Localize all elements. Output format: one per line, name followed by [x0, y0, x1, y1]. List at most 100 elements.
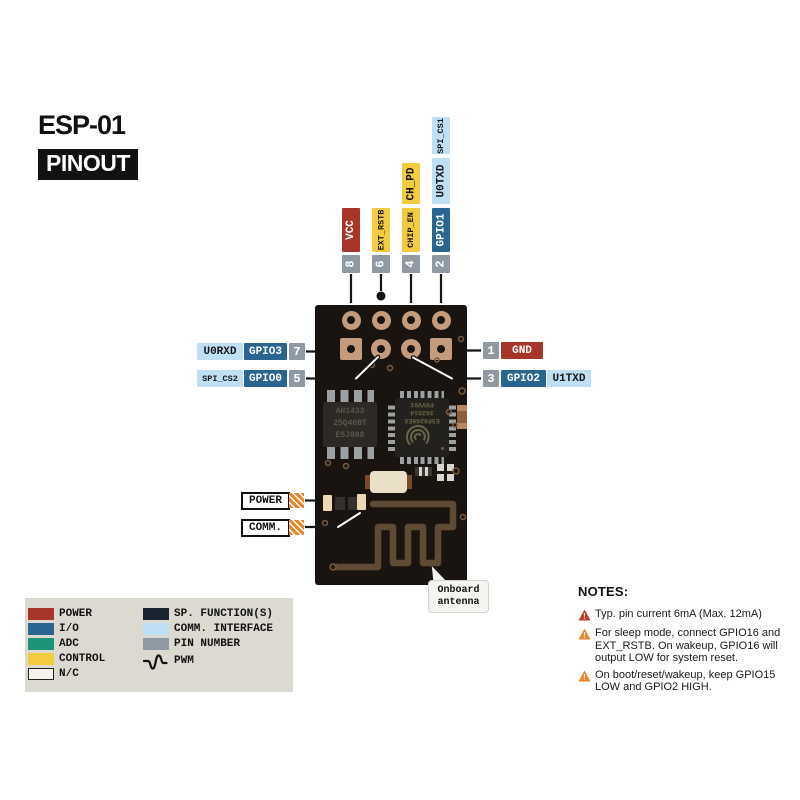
chip-pin1-dot [441, 447, 444, 450]
flash-chip: AH1433 25Q40BT E5J808 [323, 402, 377, 447]
esp-chip-legs-left [388, 404, 395, 451]
pin-label-u0txd: U0TXD [432, 158, 450, 204]
pad-hole-center [437, 316, 445, 324]
crystal-oscillator [370, 471, 407, 493]
pad-hole-center [407, 316, 415, 324]
crystal-cap-right [406, 475, 412, 489]
legend-column-right: SP. FUNCTION(S) COMM. INTERFACE PIN NUMB… [143, 606, 273, 671]
pin-label-vcc: VCC [342, 208, 360, 252]
pad-hole-pin3 [401, 339, 421, 359]
esp-chip-legs-top [400, 391, 444, 398]
legend-item-comm-interface: COMM. INTERFACE [143, 621, 273, 636]
pin-label-gpio0: GPIO0 [244, 370, 287, 387]
resistor [415, 467, 432, 476]
pin-number-6: 6 [372, 255, 390, 273]
pad-hole-center [377, 316, 385, 324]
pwm-waveform-icon [143, 654, 168, 670]
pad-hole-center [347, 345, 355, 353]
smd-pad [437, 474, 444, 481]
note-text: For sleep mode, connect GPIO16 and EXT_R… [595, 627, 781, 664]
pad-hole [431, 310, 451, 330]
antenna-callout: Onboard antenna [428, 580, 489, 613]
pad-hole-center [437, 345, 445, 353]
smd-pad [437, 464, 444, 471]
pad-hole-center [407, 345, 415, 353]
pin-label-chip-en: CHIP_EN [402, 208, 420, 252]
legend-item-power: POWER [28, 606, 105, 621]
pin-number-4: 4 [402, 255, 420, 273]
crystal-cap-left [365, 475, 371, 489]
legend-item-sp-function: SP. FUNCTION(S) [143, 606, 273, 621]
esp01-board: AH1433 25Q40BT E5J808 ESP8266EX 302014 P… [315, 305, 467, 585]
led-indicator-icon [289, 520, 304, 535]
sp-function-color-swatch [143, 607, 169, 620]
pin-label-u1txd: U1TXD [547, 370, 591, 387]
led-indicator-icon [289, 493, 304, 508]
esp8266-chip: ESP8266EX 302014 P0VV01 [395, 398, 449, 457]
smd-pad [447, 464, 454, 471]
control-color-swatch [28, 652, 54, 665]
pad-square-pin1 [430, 338, 452, 360]
legend-item-pin-number: PIN NUMBER [143, 636, 273, 651]
pin-label-gpio2: GPIO2 [501, 370, 546, 387]
pcb-antenna-trace [321, 335, 467, 571]
pad-hole-center [347, 316, 355, 324]
page-title: ESP-01 [38, 110, 126, 140]
comm-led [357, 494, 366, 510]
adc-color-swatch [28, 637, 54, 650]
svg-text:!: ! [583, 631, 586, 640]
warning-triangle-icon: ! [578, 627, 595, 665]
legend-column-left: POWER I/O ADC CONTROL N/C [28, 606, 105, 681]
svg-text:!: ! [583, 612, 586, 621]
flash-chip-marking: AH1433 25Q40BT E5J808 [333, 407, 367, 440]
pin-label-ext-rstb: EXT_RSTB [372, 208, 390, 252]
pin-number-3: 3 [483, 370, 499, 387]
note-item: ! For sleep mode, connect GPIO16 and EXT… [578, 627, 783, 665]
pin-label-gpio1: GPIO1 [432, 208, 450, 252]
pinout-badge: PINOUT [38, 149, 138, 180]
power-color-swatch [28, 607, 54, 620]
esp-chip-legs-bottom [400, 457, 444, 464]
pin6-terminal-dot [376, 291, 386, 301]
pad-hole-center [377, 345, 385, 353]
capacitor [457, 405, 467, 429]
esp-chip-legs-right [449, 404, 456, 451]
power-led-label: POWER [241, 492, 290, 510]
notes-section: NOTES: ! Typ. pin current 6mA (Max. 12mA… [578, 584, 783, 700]
pin-number-8: 8 [342, 255, 360, 273]
pin-number-1: 1 [483, 342, 499, 359]
comm-led-label: COMM. [241, 519, 290, 537]
note-text: On boot/reset/wakeup, keep GPIO15 LOW an… [595, 668, 776, 694]
pin-label-u0rxd: U0RXD [197, 343, 243, 360]
notes-heading: NOTES: [578, 584, 629, 599]
legend: POWER I/O ADC CONTROL N/C SP. FUNCTION(S… [25, 598, 293, 692]
note-item: ! On boot/reset/wakeup, keep GPIO15 LOW … [578, 669, 783, 694]
pin-label-spi-cs1: SPI_CS1 [432, 117, 450, 154]
legend-item-pwm: PWM [143, 651, 273, 671]
legend-item-nc: N/C [28, 666, 105, 681]
espressif-logo-icon [406, 425, 430, 446]
flash-chip-legs-top [327, 390, 374, 402]
flash-chip-legs-bottom [327, 447, 374, 459]
pad-hole [401, 310, 421, 330]
pad-hole [371, 310, 391, 330]
pin-label-spi-cs2: SPI_CS2 [197, 370, 243, 387]
io-color-swatch [28, 622, 54, 635]
pad-hole [341, 310, 361, 330]
pad-hole-pin5 [371, 339, 391, 359]
smd-capacitor [335, 497, 345, 510]
legend-item-control: CONTROL [28, 651, 105, 666]
pin-number-color-swatch [143, 637, 169, 650]
note-item: ! Typ. pin current 6mA (Max. 12mA) [578, 608, 783, 621]
pin-label-ch-pd: CH_PD [402, 163, 420, 204]
pad-square-pin7 [340, 338, 362, 360]
pin-number-5: 5 [289, 370, 305, 387]
svg-text:!: ! [583, 673, 586, 682]
comm-color-swatch [143, 622, 169, 635]
smd-capacitor [348, 497, 357, 510]
warning-triangle-icon: ! [578, 608, 595, 621]
smd-pad [447, 474, 454, 481]
pin-number-2: 2 [432, 255, 450, 273]
legend-item-adc: ADC [28, 636, 105, 651]
